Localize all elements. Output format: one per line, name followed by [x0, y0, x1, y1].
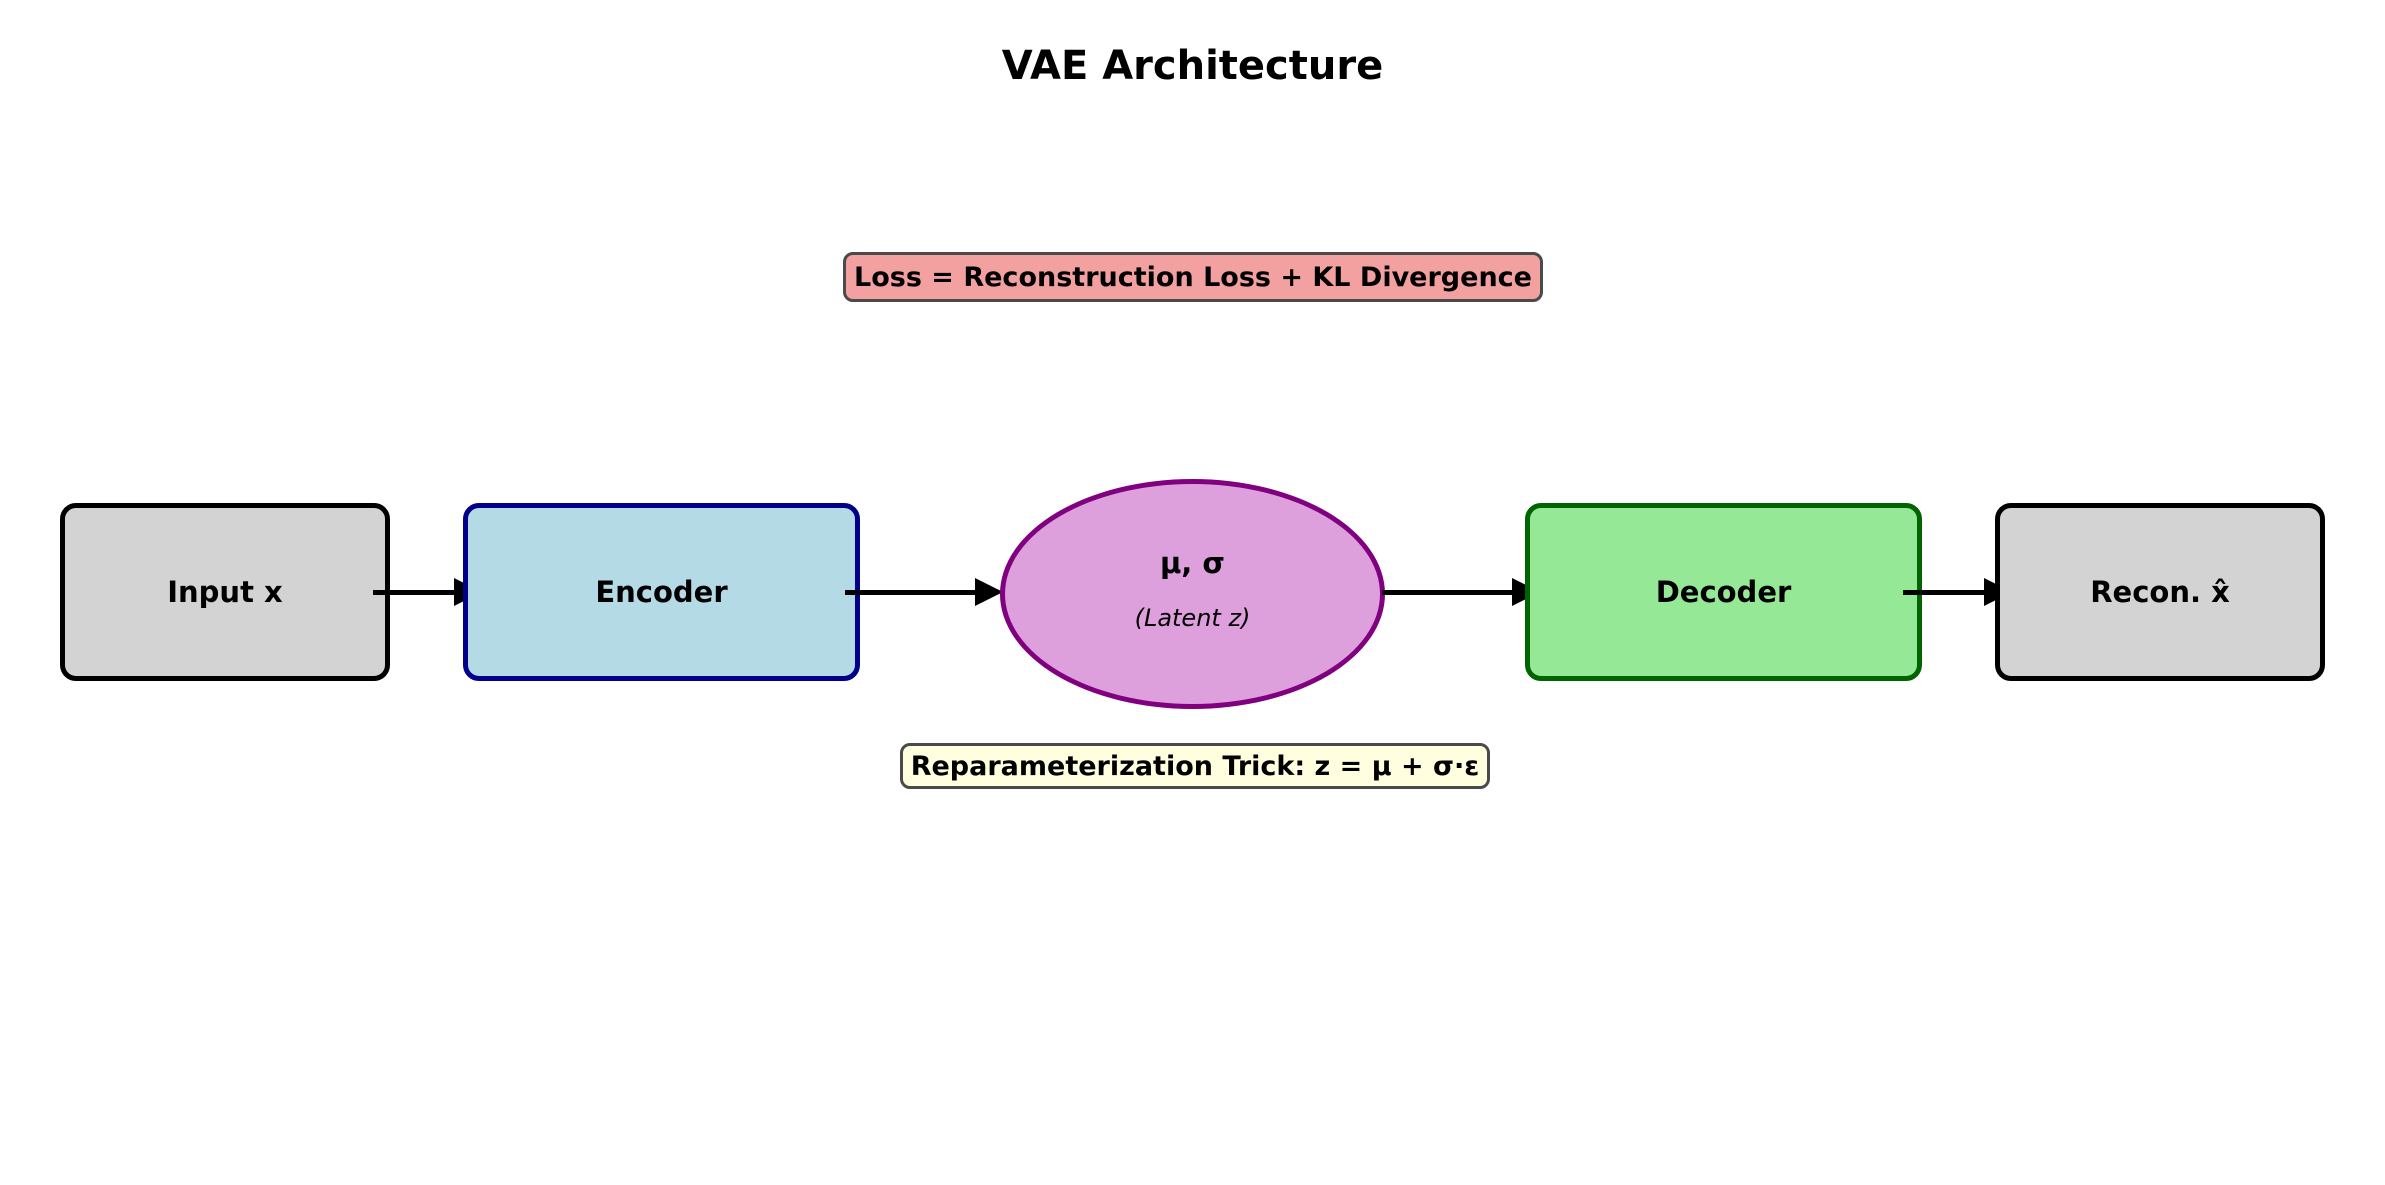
arrow-shaft	[373, 589, 462, 595]
node-decoder-label: Decoder	[1655, 575, 1792, 609]
loss-formula-label: Loss = Reconstruction Loss + KL Divergen…	[854, 261, 1532, 293]
node-reconstruction: Recon. x̂	[1995, 503, 2325, 681]
arrow-shaft	[1903, 589, 1992, 595]
arrowhead-icon	[975, 578, 1003, 606]
node-latent-ellipse: μ, σ (Latent z)	[1000, 479, 1385, 709]
loss-formula-note: Loss = Reconstruction Loss + KL Divergen…	[843, 252, 1543, 302]
node-decoder: Decoder	[1525, 503, 1922, 681]
reparameterization-label: Reparameterization Trick: z = μ + σ·ε	[910, 750, 1480, 782]
node-encoder-label: Encoder	[595, 575, 728, 609]
node-input: Input x	[60, 503, 390, 681]
reparameterization-note: Reparameterization Trick: z = μ + σ·ε	[900, 743, 1490, 789]
latent-z-sublabel: (Latent z)	[1134, 604, 1251, 632]
arrow-shaft	[845, 589, 983, 595]
arrow-shaft	[1382, 589, 1520, 595]
node-input-label: Input x	[167, 575, 283, 609]
node-encoder: Encoder	[463, 503, 860, 681]
latent-mu-sigma-label: μ, σ	[1159, 546, 1226, 580]
node-reconstruction-label: Recon. x̂	[2090, 575, 2230, 609]
arrow-latent-to-decoder	[1382, 578, 1540, 606]
arrow-encoder-to-latent	[845, 578, 1003, 606]
diagram-title: VAE Architecture	[1001, 43, 1384, 89]
